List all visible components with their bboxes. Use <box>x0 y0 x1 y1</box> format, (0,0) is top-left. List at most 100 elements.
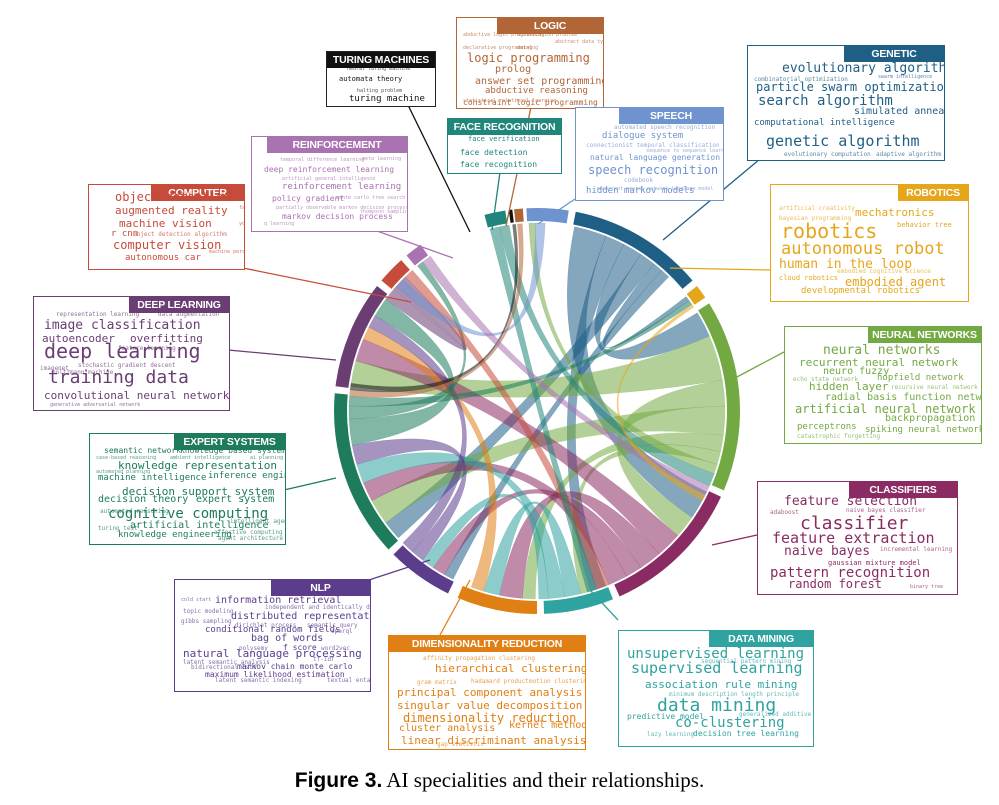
term: monte carlo tree search <box>336 195 406 201</box>
term: decision theory <box>98 494 189 505</box>
term: decision tree learning <box>693 729 799 738</box>
term: dimensionality reduction <box>403 711 577 725</box>
box-title: ROBOTICS <box>898 185 968 201</box>
term: natural language generation <box>590 153 721 162</box>
term: feature extraction <box>772 529 935 547</box>
leader-expert-systems <box>283 477 337 491</box>
term: polysemy <box>239 645 268 652</box>
arc-computer-vision <box>381 260 410 289</box>
term: stochastic gradient descent <box>78 362 176 369</box>
term: training data <box>48 367 189 388</box>
leader-nlp <box>368 559 431 581</box>
term: dialogue system <box>602 131 684 141</box>
ribbon-data-mining-to-dimensionality-reduction <box>483 501 582 598</box>
term: gap statistic <box>437 741 484 748</box>
arc-speech-recognition <box>526 208 569 224</box>
term: constraint logic programming <box>463 98 598 107</box>
term: declarative programming <box>463 45 533 51</box>
term: reinforcement learning <box>282 182 402 192</box>
term: semantic network <box>104 446 182 455</box>
ribbon-reinforcement-learning-to-neural-networks <box>422 255 710 496</box>
term: object detection algorithm <box>133 231 227 238</box>
box-title: EXPERT SYSTEMS <box>174 434 285 450</box>
term: codebook <box>624 177 653 184</box>
term: automated reasoning <box>100 508 169 515</box>
ribbon-deep-learning-to-computer-vision <box>385 276 467 351</box>
term: image classification <box>44 318 201 333</box>
term: latent semantic analysis <box>183 659 270 666</box>
arc-data-mining <box>543 587 614 614</box>
box-title: TURING MACHINES <box>327 52 435 68</box>
leader-classifiers <box>711 534 758 546</box>
leader-turing-machines <box>407 104 471 233</box>
term: ai planning <box>250 455 284 461</box>
term: turing machine <box>349 94 425 104</box>
term: datalog <box>517 45 539 51</box>
term: autonomous robot <box>781 239 945 259</box>
leader-computer-vision <box>242 267 412 303</box>
chord-ribbons <box>348 222 726 600</box>
box-title: DEEP LEARNING <box>129 297 229 313</box>
box-title: DIMENSIONALITY REDUCTION <box>389 636 585 652</box>
term: simulated annealing <box>854 106 945 117</box>
term: random forest <box>788 577 882 591</box>
term: co-clustering <box>675 715 785 731</box>
term: imagenet <box>40 365 69 372</box>
term: backpropagation <box>885 413 976 424</box>
leader-data-mining <box>589 589 619 621</box>
term: modification problem <box>517 32 578 38</box>
term: affective computing <box>214 529 283 536</box>
term: adaptive algorithm <box>876 151 942 158</box>
term: swarm intelligence <box>878 74 933 80</box>
arc-classifiers <box>614 491 721 597</box>
term: lazy learning <box>647 731 694 738</box>
term: abductive reasoning <box>485 86 588 96</box>
term: abductive logic programming <box>463 32 545 38</box>
term: machine vision <box>119 217 212 230</box>
arc-nlp <box>393 545 454 594</box>
arc-logic-programming <box>514 208 524 223</box>
term: distributed representation <box>231 611 370 622</box>
term: singular value decomposition <box>397 699 583 712</box>
term: boltzmann machine <box>52 369 114 376</box>
term: yolo <box>239 221 245 227</box>
arc-expert-systems <box>334 393 399 550</box>
term: sequential pattern mining <box>701 658 792 665</box>
ribbon-nlp-to-expert-systems <box>351 438 467 561</box>
term: artificial neural network <box>795 402 976 416</box>
term: dirichlet process <box>235 622 297 629</box>
term: gram matrix <box>417 679 457 686</box>
term: neuro fuzzy <box>823 366 890 377</box>
term: latent semantic indexing <box>215 677 302 684</box>
ribbon-face-recognition-to-classifiers <box>489 226 597 593</box>
term: artificial intelligence <box>130 520 269 531</box>
ribbon-data-mining-to-nlp <box>422 493 549 600</box>
arc-face-recognition <box>484 210 508 228</box>
leader-robotics <box>669 267 771 271</box>
term: generative adversarial network <box>50 402 141 408</box>
term: maximum likelihood estimation <box>205 670 345 679</box>
term: human in the loop <box>779 257 913 272</box>
term: meta learning <box>362 156 402 162</box>
term: knowledge engineering <box>118 530 232 540</box>
term: generalized additive model <box>739 711 813 718</box>
term: spiking neural network <box>865 425 982 435</box>
term: augmented reality <box>115 204 228 217</box>
term: artificial general intelligence <box>282 176 376 182</box>
term: information retrieval <box>215 595 342 606</box>
term: computer vision <box>113 238 222 252</box>
term: tf-idf <box>313 656 335 663</box>
term: neural networks <box>823 343 941 358</box>
term: embodied cognitive science <box>837 268 931 275</box>
term: semantic query <box>307 622 358 629</box>
term: behavior tree <box>897 221 952 229</box>
term: cognitive computing <box>108 506 269 522</box>
term: cold start <box>181 597 212 603</box>
term: topic modeling <box>183 608 234 615</box>
box-title: SPEECH RECOGNITION <box>619 108 723 138</box>
term: naive bayes <box>784 544 871 559</box>
